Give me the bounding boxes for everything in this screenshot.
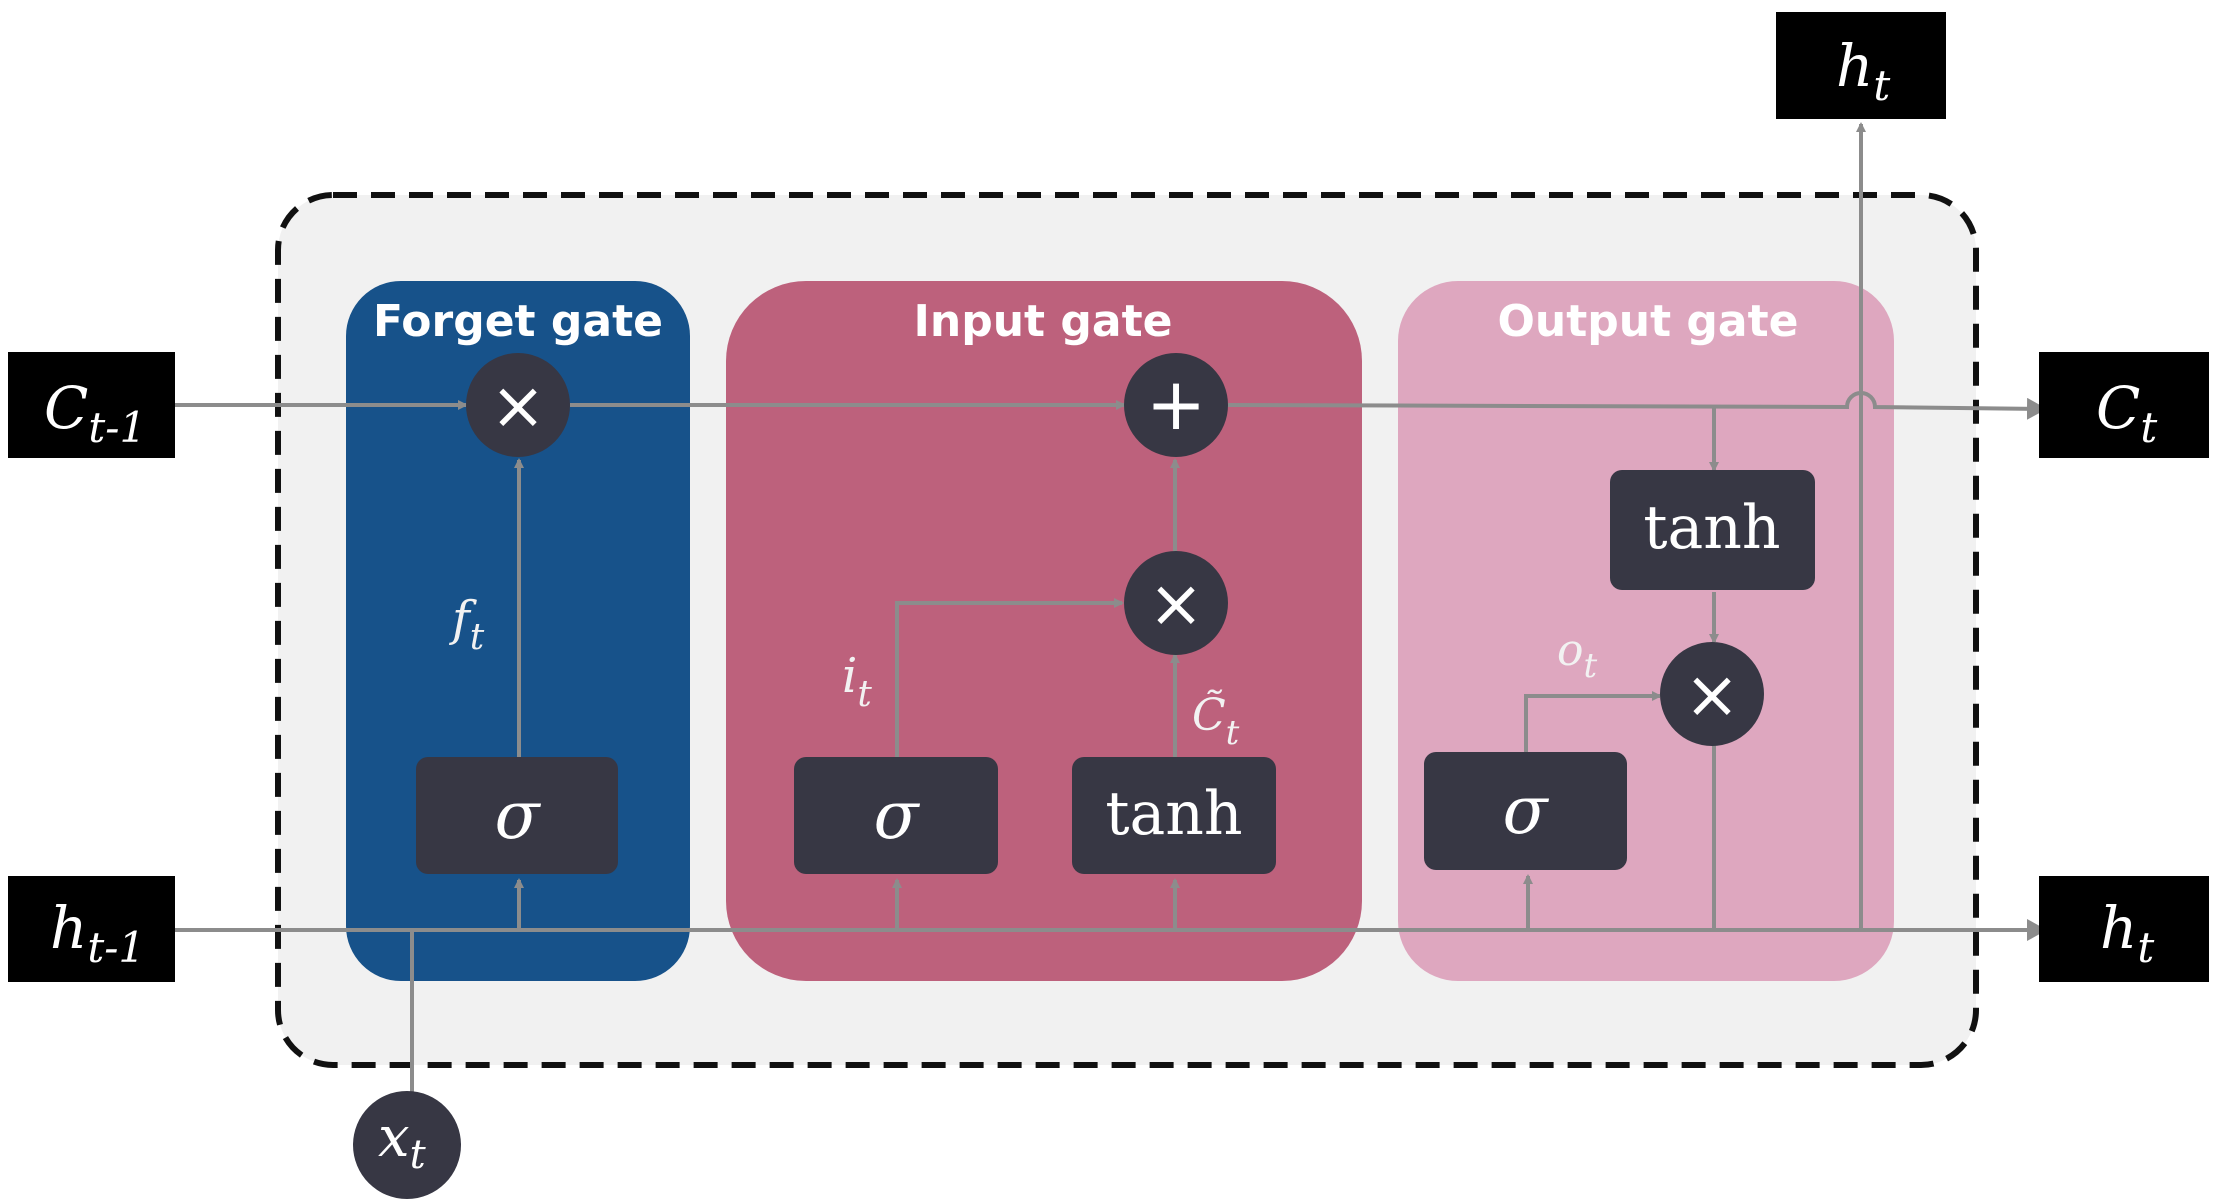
input-x-terminal: xt bbox=[353, 1091, 461, 1199]
svg-text:ht: ht bbox=[1836, 32, 1890, 110]
output-activation-label: ot bbox=[1557, 625, 1598, 686]
svg-text:ht: ht bbox=[2100, 894, 2154, 972]
hidden-state-prev-terminal: ht-1 bbox=[8, 876, 175, 982]
input-gate-panel bbox=[726, 281, 1362, 981]
sigma-label: σ bbox=[873, 777, 920, 854]
plus-icon: + bbox=[1146, 362, 1206, 446]
cell-state-prev-terminal: Ct-1 bbox=[8, 352, 175, 458]
multiply-icon: × bbox=[1148, 565, 1203, 642]
cell-state-next-terminal: Ct bbox=[2039, 352, 2209, 458]
output-multiply-node: × bbox=[1660, 642, 1764, 746]
hidden-state-output-terminal: ht bbox=[1776, 12, 1946, 119]
output-tanh-block: tanh bbox=[1610, 470, 1815, 590]
svg-text:Ct: Ct bbox=[2096, 374, 2157, 452]
input-activation-label: it bbox=[842, 648, 872, 715]
input-tanh-block: tanh bbox=[1072, 757, 1276, 874]
tanh-label: tanh bbox=[1105, 779, 1242, 849]
wires bbox=[175, 122, 2047, 1097]
cell-add-node: + bbox=[1124, 353, 1228, 457]
hidden-state-next-terminal: ht bbox=[2039, 876, 2209, 982]
forget-activation-label: ft bbox=[449, 591, 485, 658]
tanh-label: tanh bbox=[1643, 493, 1780, 563]
candidate-cell-label: C̃t bbox=[1192, 688, 1240, 753]
svg-text:xt: xt bbox=[378, 1105, 427, 1178]
forget-gate-title: Forget gate bbox=[373, 296, 663, 347]
multiply-icon: × bbox=[490, 367, 545, 444]
multiply-icon: × bbox=[1684, 656, 1739, 733]
input-sigmoid-block: σ bbox=[794, 757, 998, 874]
forget-multiply-node: × bbox=[466, 353, 570, 457]
svg-text:ht-1: ht-1 bbox=[50, 894, 145, 972]
forget-sigmoid-block: σ bbox=[416, 757, 618, 874]
output-gate-panel bbox=[1398, 281, 1894, 981]
input-gate-title: Input gate bbox=[914, 296, 1173, 347]
svg-text:Ct-1: Ct-1 bbox=[44, 374, 146, 452]
output-sigmoid-block: σ bbox=[1424, 752, 1627, 870]
sigma-label: σ bbox=[494, 777, 541, 854]
sigma-label: σ bbox=[1502, 772, 1549, 849]
output-gate-title: Output gate bbox=[1498, 296, 1799, 347]
input-multiply-node: × bbox=[1124, 551, 1228, 655]
